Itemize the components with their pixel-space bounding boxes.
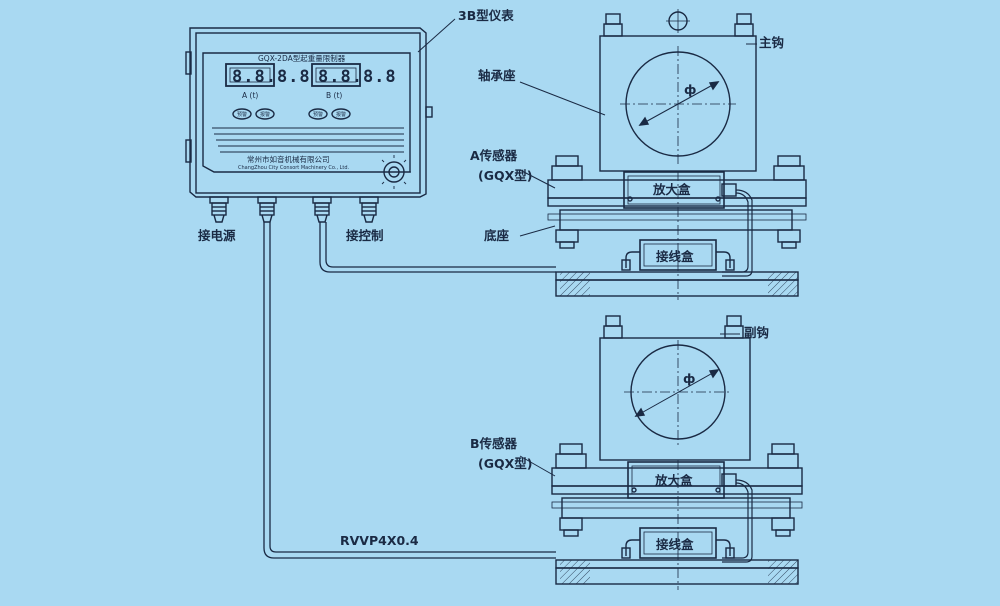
- indicator-a1-label: 预警: [237, 111, 247, 118]
- base-label: 底座: [484, 228, 510, 243]
- indicator-a2-icon: [255, 108, 275, 120]
- company-name: 常州市如音机械有限公司: [247, 154, 330, 164]
- power-label: 接电源: [198, 228, 236, 243]
- model-label: GQX-2DA型起重量限制器: [258, 53, 346, 63]
- leader-lines: [417, 18, 757, 477]
- display-a-value: 8.8.8.8: [232, 67, 311, 87]
- meter-box: [185, 27, 433, 198]
- display-a: [225, 63, 275, 87]
- cable-gland-power: [209, 196, 229, 223]
- cable-label: RVVP4X0.4: [340, 533, 419, 548]
- display-b: [311, 63, 361, 87]
- indicator-a1-icon: [232, 108, 252, 120]
- cable-gland-control: [359, 196, 379, 223]
- phi-a-label: ф: [684, 82, 696, 97]
- display-b-value: 8.8.8.8: [318, 67, 397, 87]
- junction-box-b-label: 接线盒: [656, 537, 694, 552]
- indicator-a2-label: 报警: [260, 111, 270, 118]
- indicator-b1-label: 预警: [313, 111, 323, 118]
- display-b-unit: B (t): [326, 91, 342, 100]
- sensor-a-type: (GQX型): [478, 168, 532, 183]
- amp-box-a-label: 放大盒: [652, 182, 691, 197]
- indicator-b1-icon: [308, 108, 328, 120]
- phi-b-label: ф: [683, 371, 695, 386]
- bearing-seat-label: 轴承座: [478, 68, 516, 83]
- indicator-b2-label: 报警: [336, 111, 346, 118]
- cable-to-sensor-a-2: [325, 222, 556, 268]
- adjust-knob-icon: [377, 155, 411, 189]
- cable-to-sensor-b: [263, 222, 556, 559]
- junction-box-a-label: 接线盒: [656, 249, 694, 264]
- main-hook-label: 主钩: [759, 35, 784, 50]
- sensor-a-label: A传感器: [470, 148, 518, 163]
- main-hook-assembly: [547, 9, 807, 300]
- cable-to-sensor-a: [319, 222, 556, 273]
- aux-hook-assembly: [551, 315, 803, 590]
- sensor-b-label: B传感器: [470, 436, 518, 451]
- cable-to-sensor-b-2: [269, 222, 556, 553]
- display-a-unit: A (t): [242, 91, 258, 100]
- meter-title: 3B型仪表: [458, 8, 514, 23]
- sensor-b-type: (GQX型): [478, 456, 532, 471]
- aux-hook-label: 副钩: [744, 325, 769, 340]
- indicator-b2-icon: [331, 108, 351, 120]
- control-label: 接控制: [346, 228, 384, 243]
- cable-gland-sensor-a: [312, 196, 332, 223]
- cable-gland-sensor-b: [257, 196, 277, 223]
- amp-box-b-label: 放大盒: [654, 473, 693, 488]
- company-name-en: ChangZhou City Consort Machinery Co., Lt…: [238, 165, 350, 171]
